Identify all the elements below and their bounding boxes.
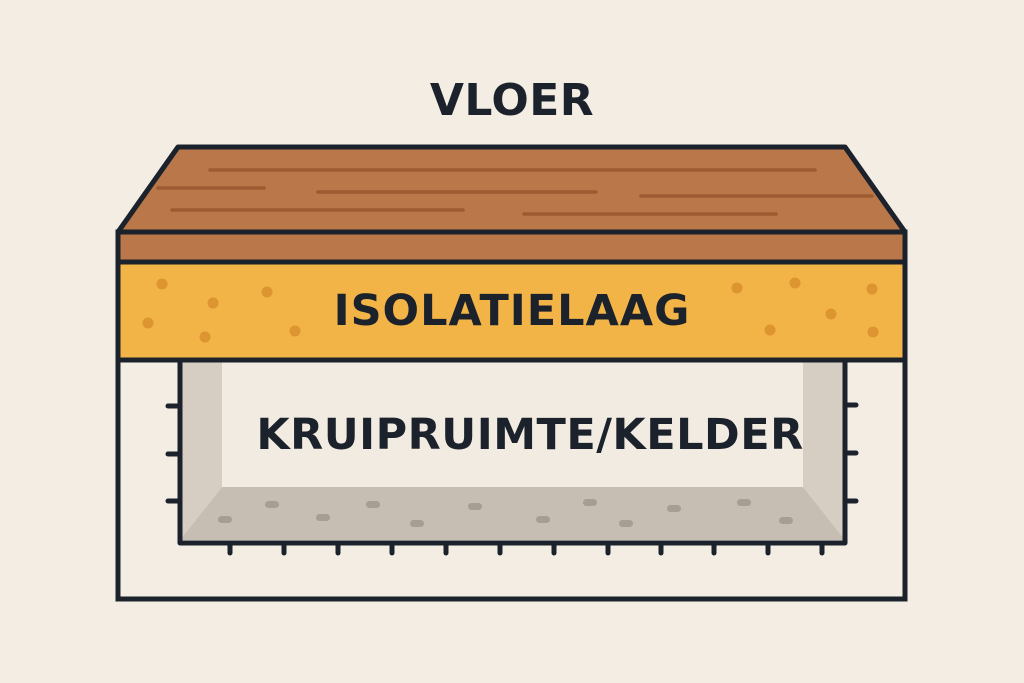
diagram-title: VLOER	[429, 75, 595, 126]
insulation-dots	[142, 277, 879, 343]
crawlspace-pit	[177, 360, 848, 546]
left-wall-ticks	[165, 403, 183, 504]
wooden-floor-layer	[115, 144, 908, 265]
right-wall-ticks	[842, 402, 859, 504]
bottom-ticks	[227, 540, 825, 556]
crawlspace-label: KRUIPRUIMTE/KELDER	[256, 410, 804, 460]
wood-grain-lines	[156, 168, 874, 216]
insulation-layer-label: ISOLATIELAAG	[333, 286, 691, 336]
gravel-pebbles	[218, 499, 793, 527]
insulation-layer	[115, 259, 908, 363]
